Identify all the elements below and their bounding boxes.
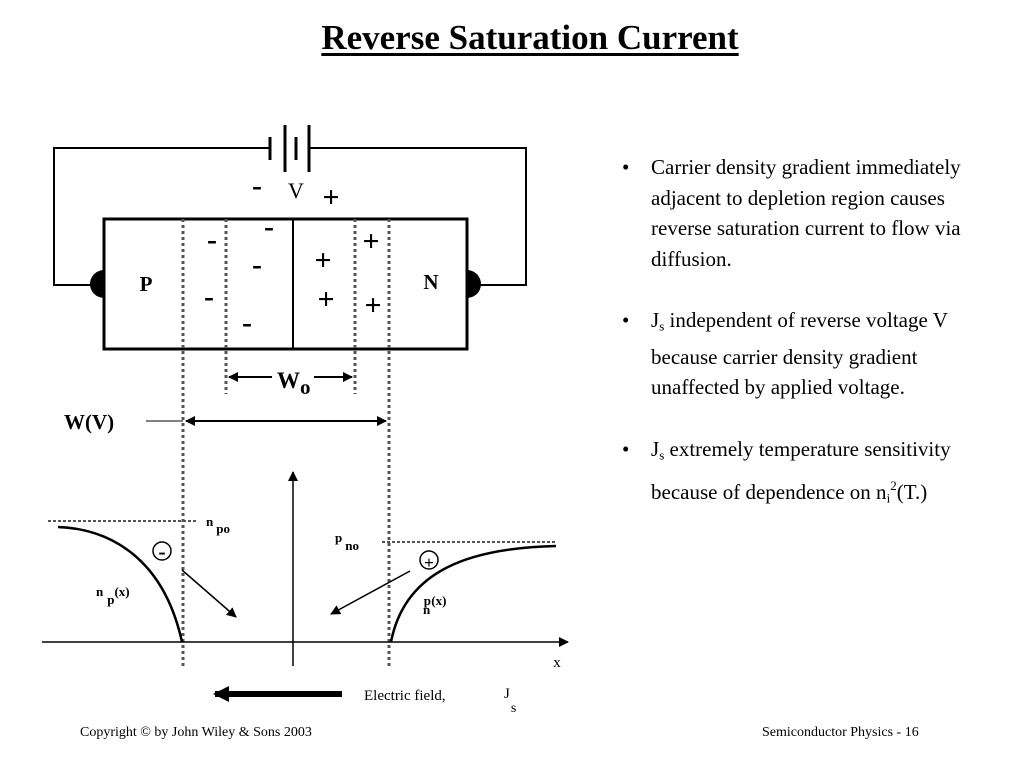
n-region-label: N xyxy=(423,270,438,294)
bullet-text: Js extremely temperature sensitivity bec… xyxy=(651,436,951,505)
wv-label: W(V) xyxy=(64,410,114,434)
pno-label: pno xyxy=(335,530,359,553)
battery-voltage-label: V xyxy=(288,178,304,203)
right-contact xyxy=(467,270,481,298)
battery-minus: - xyxy=(252,169,262,202)
battery-plus: + xyxy=(322,181,339,214)
left-contact xyxy=(90,270,104,298)
wo-label: Wo xyxy=(277,368,311,399)
circuit-wire xyxy=(53,147,527,286)
slide-title: Reverse Saturation Current xyxy=(321,18,739,57)
x-axis-label: x xyxy=(553,655,561,671)
slide-number-footer: Semiconductor Physics - 16 xyxy=(762,725,919,740)
electric-field-label: Electric field, xyxy=(364,688,446,704)
bullet-text: Js independent of reverse voltage V beca… xyxy=(651,308,948,400)
bullet-text: Carrier density gradient immediately adj… xyxy=(651,155,961,271)
bullet-marker: • xyxy=(622,436,630,461)
np-curve xyxy=(57,525,184,643)
hole-carrier-sign: + xyxy=(424,553,434,572)
acceptor-charge: - xyxy=(204,280,214,313)
pn-curve xyxy=(389,544,557,643)
acceptor-charge: - xyxy=(252,248,262,281)
copyright-footer: Copyright © by John Wiley & Sons 2003 xyxy=(80,725,312,740)
battery-icon xyxy=(268,125,311,172)
bullet-item: • Carrier density gradient immediately a… xyxy=(622,152,982,274)
bullet-marker: • xyxy=(622,308,630,332)
bullet-marker: • xyxy=(622,155,630,179)
acceptor-charge: - xyxy=(264,210,274,243)
hole-diffusion-arrow xyxy=(330,570,411,615)
acceptor-charge: - xyxy=(242,306,252,339)
p-region-label: P xyxy=(140,272,153,296)
hole-carrier-icon xyxy=(419,550,439,570)
donor-charge: + xyxy=(364,289,381,322)
np-x-label: np(x) xyxy=(96,584,130,607)
donor-charge: + xyxy=(314,244,331,277)
js-label: Js xyxy=(504,686,516,716)
donor-charge: + xyxy=(317,283,334,316)
bullet-list: • Carrier density gradient immediately a… xyxy=(622,152,982,544)
electron-carrier-sign: - xyxy=(158,539,165,564)
electron-carrier-icon xyxy=(152,541,172,561)
donor-charge: + xyxy=(362,225,379,258)
semiconductor-bar xyxy=(102,217,469,351)
electron-diffusion-arrow xyxy=(181,569,237,618)
acceptor-charge: - xyxy=(207,223,217,256)
bullet-item: • Js independent of reverse voltage V be… xyxy=(622,305,982,403)
bullet-item: • Js extremely temperature sensitivity b… xyxy=(622,434,982,514)
